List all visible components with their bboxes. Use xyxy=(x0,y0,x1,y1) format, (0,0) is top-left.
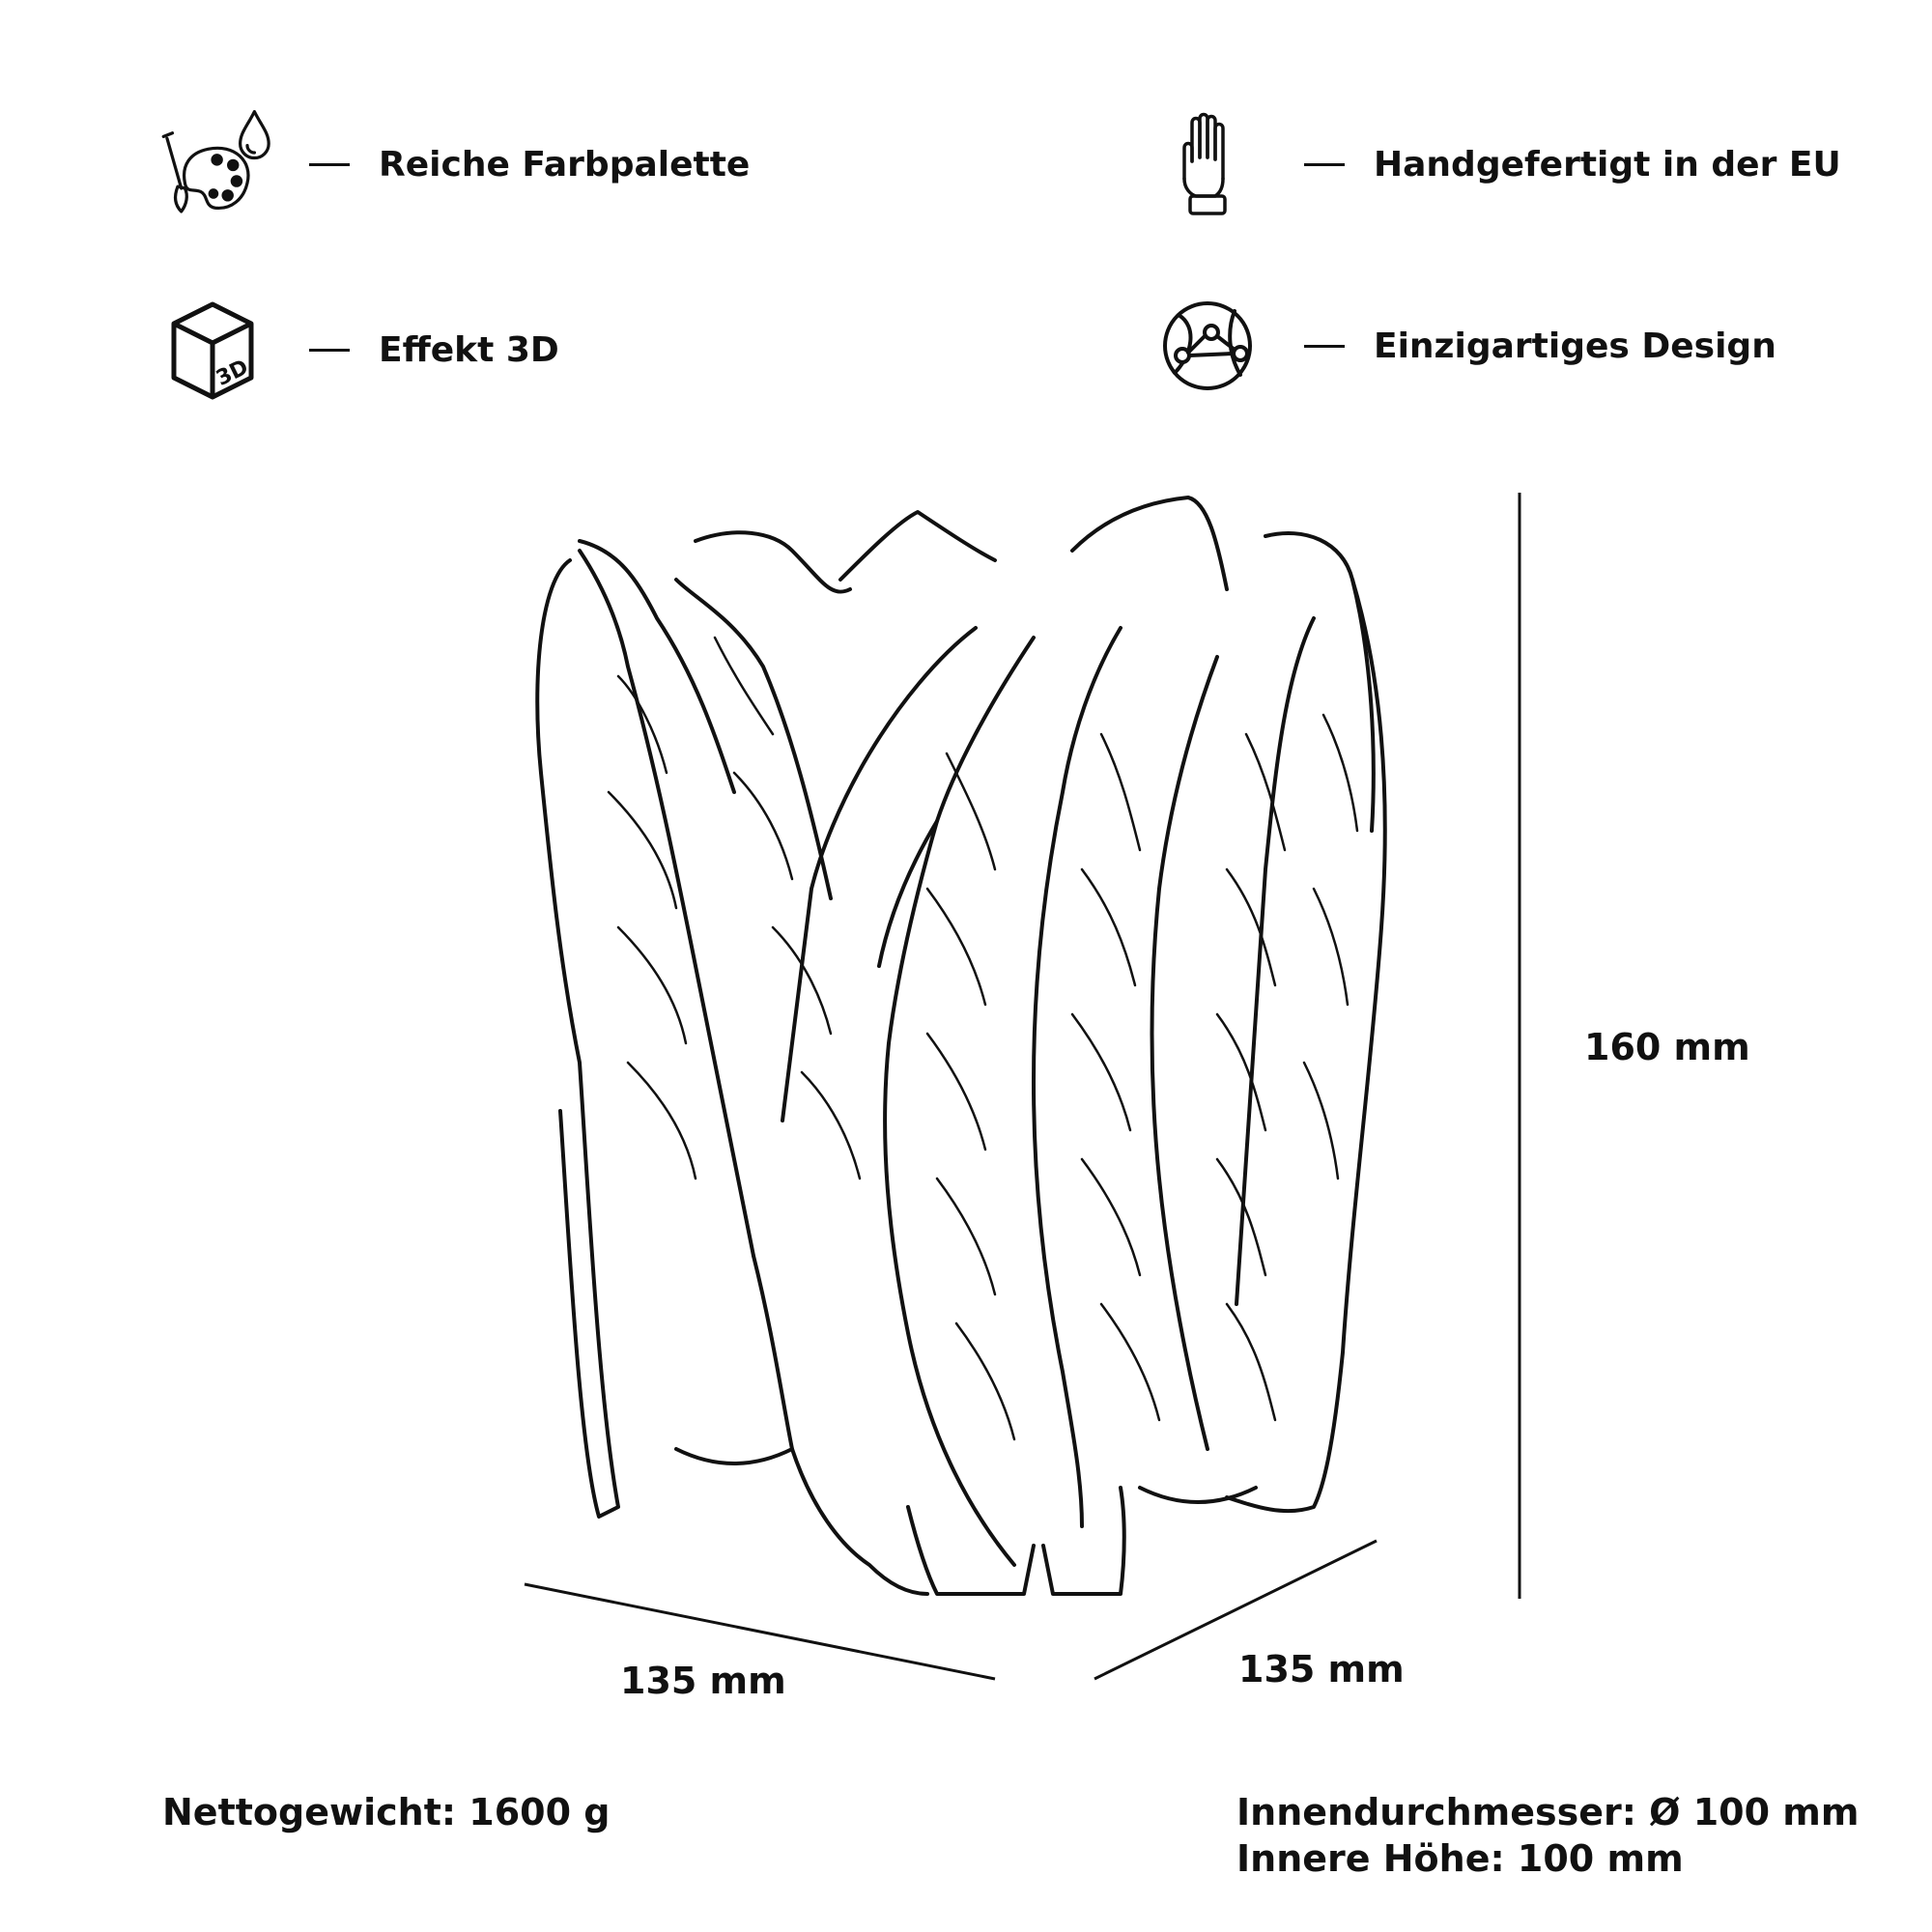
width-dimension-line xyxy=(524,1582,996,1681)
feature-handmade-label: Handgefertigt in der EU xyxy=(1374,144,1841,185)
feature-design-label: Einzigartiges Design xyxy=(1374,326,1776,366)
divider-dash xyxy=(1304,162,1345,166)
inner-height-text: Innere Höhe: 100 mm xyxy=(1236,1837,1684,1880)
hand-icon xyxy=(1150,97,1265,232)
cube-3d-icon: 3D xyxy=(155,282,270,417)
net-weight-text: Nettogewicht: 1600 g xyxy=(162,1791,611,1833)
divider-dash xyxy=(1304,344,1345,348)
globe-network-icon xyxy=(1150,278,1265,413)
feature-palette-label: Reiche Farbpalette xyxy=(379,144,751,185)
height-dimension-label: 160 mm xyxy=(1584,1026,1750,1068)
feature-handmade: Handgefertigt in der EU xyxy=(1150,97,1841,232)
feature-design: Einzigartiges Design xyxy=(1150,278,1776,413)
width-dimension-label: 135 mm xyxy=(620,1660,786,1702)
feature-3d: 3D Effekt 3D xyxy=(155,282,559,417)
leaf-veins xyxy=(607,636,1359,1441)
depth-dimension-line xyxy=(1094,1539,1378,1681)
feature-palette: Reiche Farbpalette xyxy=(155,97,750,232)
palette-icon xyxy=(155,97,270,232)
divider-dash xyxy=(309,348,350,352)
leaf-outlines xyxy=(535,496,1387,1596)
depth-dimension-label: 135 mm xyxy=(1238,1648,1405,1690)
divider-dash xyxy=(309,162,350,166)
feature-3d-label: Effekt 3D xyxy=(379,329,559,370)
inner-diameter-text: Innendurchmesser: Ø 100 mm xyxy=(1236,1791,1860,1833)
